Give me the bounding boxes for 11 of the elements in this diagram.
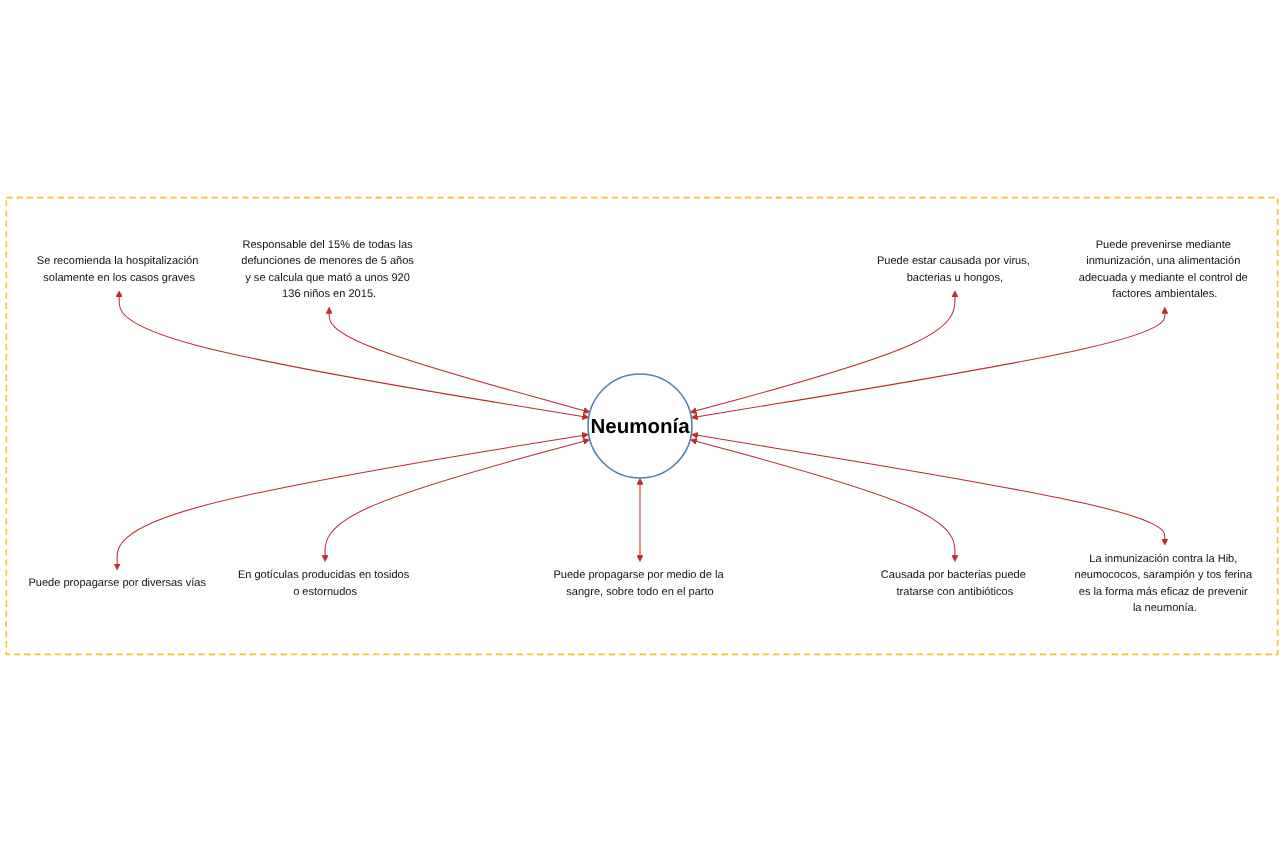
arrow bbox=[113, 432, 589, 571]
arrow bbox=[636, 477, 644, 562]
cluster bbox=[5, 196, 1279, 656]
arrow bbox=[690, 306, 1169, 421]
arrow bbox=[689, 290, 959, 415]
arrow bbox=[690, 438, 959, 562]
node-circle: Neumonía bbox=[587, 373, 693, 479]
arrow bbox=[325, 306, 591, 414]
arrow bbox=[691, 432, 1169, 546]
arrow bbox=[115, 290, 590, 420]
arrow bbox=[321, 438, 590, 562]
